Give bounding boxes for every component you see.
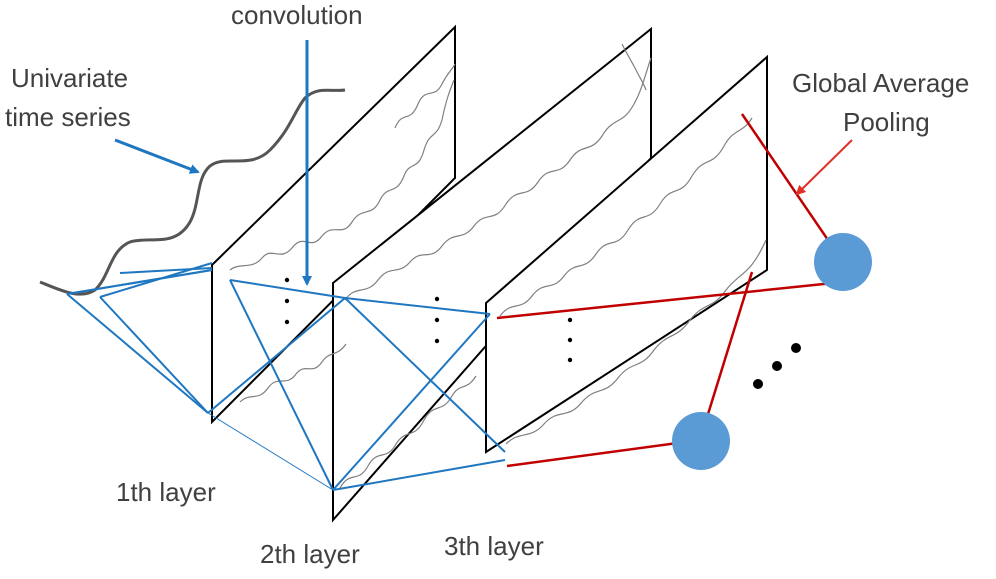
- layer3-frame: [485, 54, 768, 454]
- layer3-feature-curve-lower: [505, 239, 767, 445]
- layer2-feature-curve-lower: [339, 375, 477, 489]
- layer3-feature-curve-upper: [499, 117, 753, 317]
- convolution-connections: [66, 262, 506, 491]
- gap-node-ellipsis: [753, 343, 801, 389]
- layer2-feature-curve-top: [621, 43, 647, 91]
- gap-arrow: [795, 139, 853, 196]
- convolution-connection-thin: [207, 412, 334, 491]
- layer2-feature-curve-upper: [344, 57, 652, 301]
- gap-label-line1: Global Average: [792, 68, 969, 98]
- input-label-line1: Univariate: [11, 63, 128, 93]
- layer1-feature-curve-top: [394, 63, 456, 129]
- layer1-label: 1th layer: [116, 477, 216, 507]
- layer2-label: 2th layer: [260, 539, 360, 569]
- layer1-ellipsis: [284, 277, 290, 325]
- gap-node-top: [814, 233, 872, 291]
- layer3-ellipsis: [567, 317, 573, 363]
- layer3-label: 3th layer: [444, 531, 544, 561]
- layer1-frame: [211, 24, 456, 425]
- input-arrow: [114, 138, 200, 174]
- gap-label-line2: Pooling: [843, 107, 930, 137]
- layer1-feature-curve-upper: [229, 79, 455, 271]
- layer2-ellipsis: [434, 296, 440, 344]
- layer1-feature-curve-lower: [239, 343, 347, 403]
- gap-node-bottom: [672, 412, 730, 470]
- gap-connections: [496, 113, 845, 468]
- convolution-label: convolution: [231, 0, 363, 30]
- input-label-line2: time series: [5, 102, 131, 132]
- input-time-series-curve: [39, 88, 346, 296]
